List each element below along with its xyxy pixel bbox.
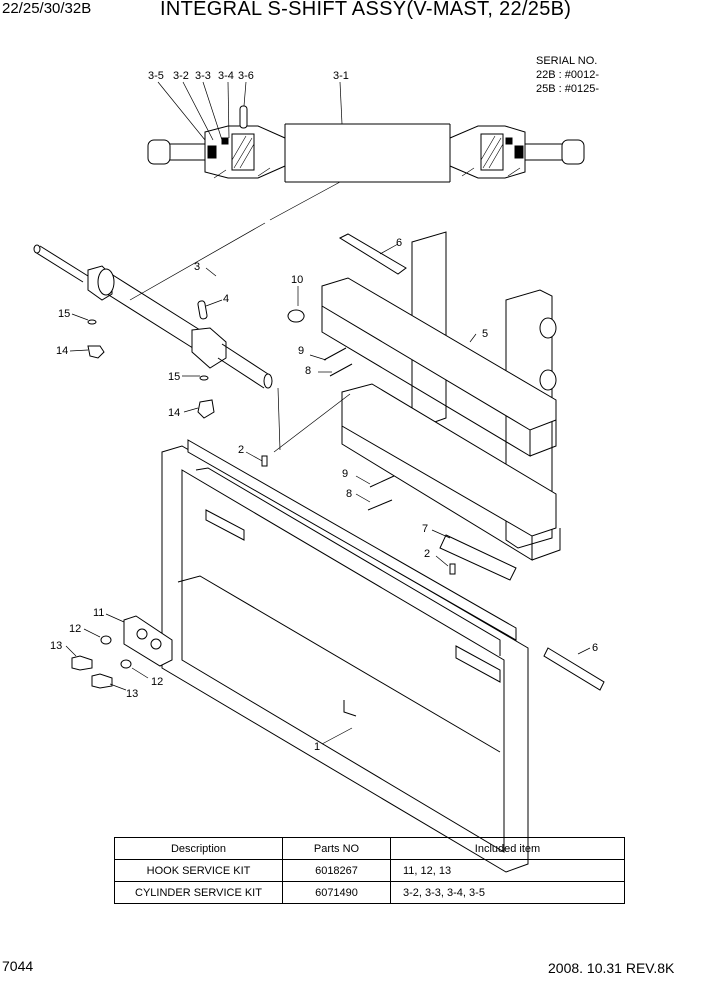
hook-drawing	[71, 615, 173, 689]
callout-6-upper: 6	[396, 237, 402, 249]
table-row: HOOK SERVICE KIT 6018267 11, 12, 13	[114, 859, 625, 882]
callout-1: 1	[314, 741, 320, 753]
callout-9-upper: 9	[298, 345, 304, 357]
callout-3-2: 3-2	[173, 70, 189, 82]
row-parts-no: 6071490	[282, 881, 391, 904]
serial-title: SERIAL NO.	[536, 55, 598, 67]
callout-13-upper: 13	[50, 640, 62, 652]
header-parts-no: Parts NO	[282, 837, 391, 860]
callout-8-lower: 8	[346, 488, 352, 500]
callout-5: 5	[482, 328, 488, 340]
header-included-item: Included item	[390, 837, 625, 860]
row-parts-no: 6018267	[282, 859, 391, 882]
page-title: INTEGRAL S-SHIFT ASSY(V-MAST, 22/25B)	[160, 0, 572, 20]
callout-12-upper: 12	[69, 623, 81, 635]
table-header-row: Description Parts NO Included item	[114, 837, 625, 860]
callout-12-lower: 12	[151, 676, 163, 688]
table-row: CYLINDER SERVICE KIT 6071490 3-2, 3-3, 3…	[114, 881, 625, 904]
serial-22b: 22B : #0012-	[536, 69, 599, 81]
model-label: 22/25/30/32B	[2, 0, 92, 17]
callout-2-lower: 2	[424, 548, 430, 560]
service-kit-table: Description Parts NO Included item HOOK …	[114, 837, 625, 904]
callout-3-6: 3-6	[238, 70, 254, 82]
header-description: Description	[114, 837, 283, 860]
callout-13-lower: 13	[126, 688, 138, 700]
callout-9-lower: 9	[342, 468, 348, 480]
row-description: CYLINDER SERVICE KIT	[114, 881, 283, 904]
serial-25b: 25B : #0125-	[536, 83, 599, 95]
row-included-item: 11, 12, 13	[390, 859, 625, 882]
cylinder-drawing	[33, 244, 273, 419]
callout-2-upper: 2	[238, 444, 244, 456]
callout-11: 11	[93, 607, 104, 619]
callout-14-upper: 14	[56, 345, 68, 357]
carriage-drawing	[287, 231, 561, 581]
callout-7: 7	[422, 523, 428, 535]
row-included-item: 3-2, 3-3, 3-4, 3-5	[390, 881, 625, 904]
callout-3-4: 3-4	[218, 70, 234, 82]
callout-3: 3	[194, 261, 200, 273]
cylinder-section-drawing	[147, 105, 585, 183]
revision-date: 2008. 10.31 REV.8K	[548, 960, 675, 976]
part-callouts: 3-5 3-2 3-3 3-4 3-6 3-1 3 4 15 14 15 14 …	[50, 70, 598, 753]
callout-14-lower: 14	[168, 407, 180, 419]
callout-10: 10	[291, 274, 303, 286]
row-description: HOOK SERVICE KIT	[114, 859, 283, 882]
callout-15-upper: 15	[58, 308, 70, 320]
callout-3-5: 3-5	[148, 70, 164, 82]
callout-15-lower: 15	[168, 371, 180, 383]
callout-3-3: 3-3	[195, 70, 211, 82]
callout-8-upper: 8	[305, 365, 311, 377]
callout-6-lower: 6	[592, 642, 598, 654]
page-number: 7044	[2, 958, 34, 974]
callout-4: 4	[223, 293, 229, 305]
callout-3-1: 3-1	[333, 70, 349, 82]
